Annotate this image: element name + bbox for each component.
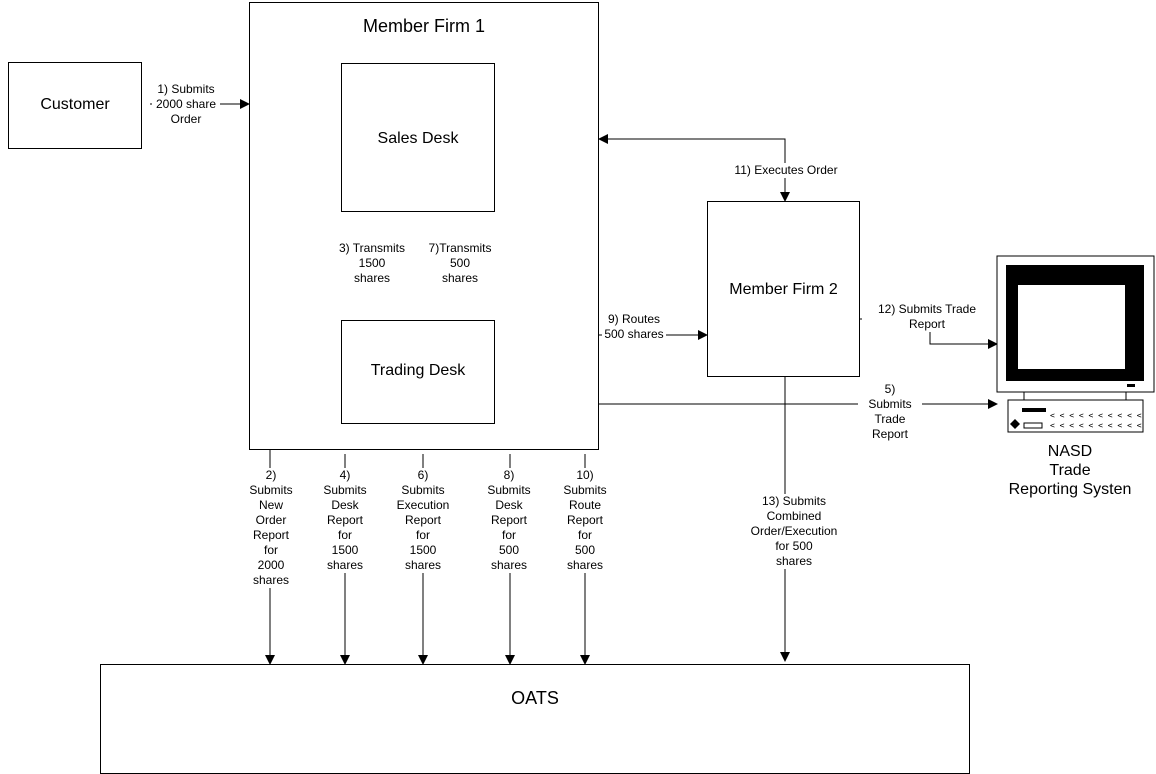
oats-label: OATS bbox=[511, 688, 559, 708]
sales-desk-label: Sales Desk bbox=[377, 130, 459, 147]
member-firm-2-label: Member Firm 2 bbox=[729, 281, 838, 298]
arrow-11 bbox=[598, 138, 790, 202]
step-1-label: 1) Submits 2000 share Order bbox=[152, 82, 220, 127]
sales-desk-box bbox=[341, 63, 495, 212]
member-firm-2-box bbox=[707, 201, 860, 377]
step-9-label: 9) Routes 500 shares bbox=[602, 312, 666, 342]
step-11-label: 11) Executes Order bbox=[720, 163, 852, 178]
svg-text:< < < < < < < < < <: < < < < < < < < < < bbox=[1050, 411, 1142, 420]
step-7-label: 7)Transmits 500 shares bbox=[422, 241, 498, 286]
step-5-label: 5) Submits Trade Report bbox=[858, 382, 922, 442]
computer-terminal-icon: < < < < < < < < < < < < < < < < < < < < bbox=[996, 255, 1155, 433]
step-4-label: 4) Submits Desk Report for 1500 shares bbox=[313, 468, 377, 573]
step-10-label: 10) Submits Route Report for 500 shares bbox=[554, 468, 616, 573]
step-2-label: 2) Submits New Order Report for 2000 sha… bbox=[238, 468, 304, 588]
step-13-label: 13) Submits Combined Order/Execution for… bbox=[738, 494, 850, 569]
step-3-label: 3) Transmits 1500 shares bbox=[330, 241, 414, 286]
step-8-label: 8) Submits Desk Report for 500 shares bbox=[474, 468, 544, 573]
step-12-label: 12) Submits Trade Report bbox=[862, 302, 992, 332]
trading-desk-box bbox=[341, 320, 495, 424]
customer-box bbox=[8, 62, 142, 149]
trading-desk-label: Trading Desk bbox=[370, 362, 466, 379]
step-6-label: 6) Submits Execution Report for 1500 sha… bbox=[388, 468, 458, 573]
nasd-trade-reporting-label: NASD Trade Reporting Systen bbox=[1008, 443, 1132, 498]
member-firm-1-label: Member Firm 1 bbox=[362, 16, 485, 36]
customer-label: Customer bbox=[40, 96, 110, 113]
oats-box bbox=[100, 664, 970, 774]
svg-text:< < < < < < < < < <: < < < < < < < < < < bbox=[1050, 421, 1142, 430]
